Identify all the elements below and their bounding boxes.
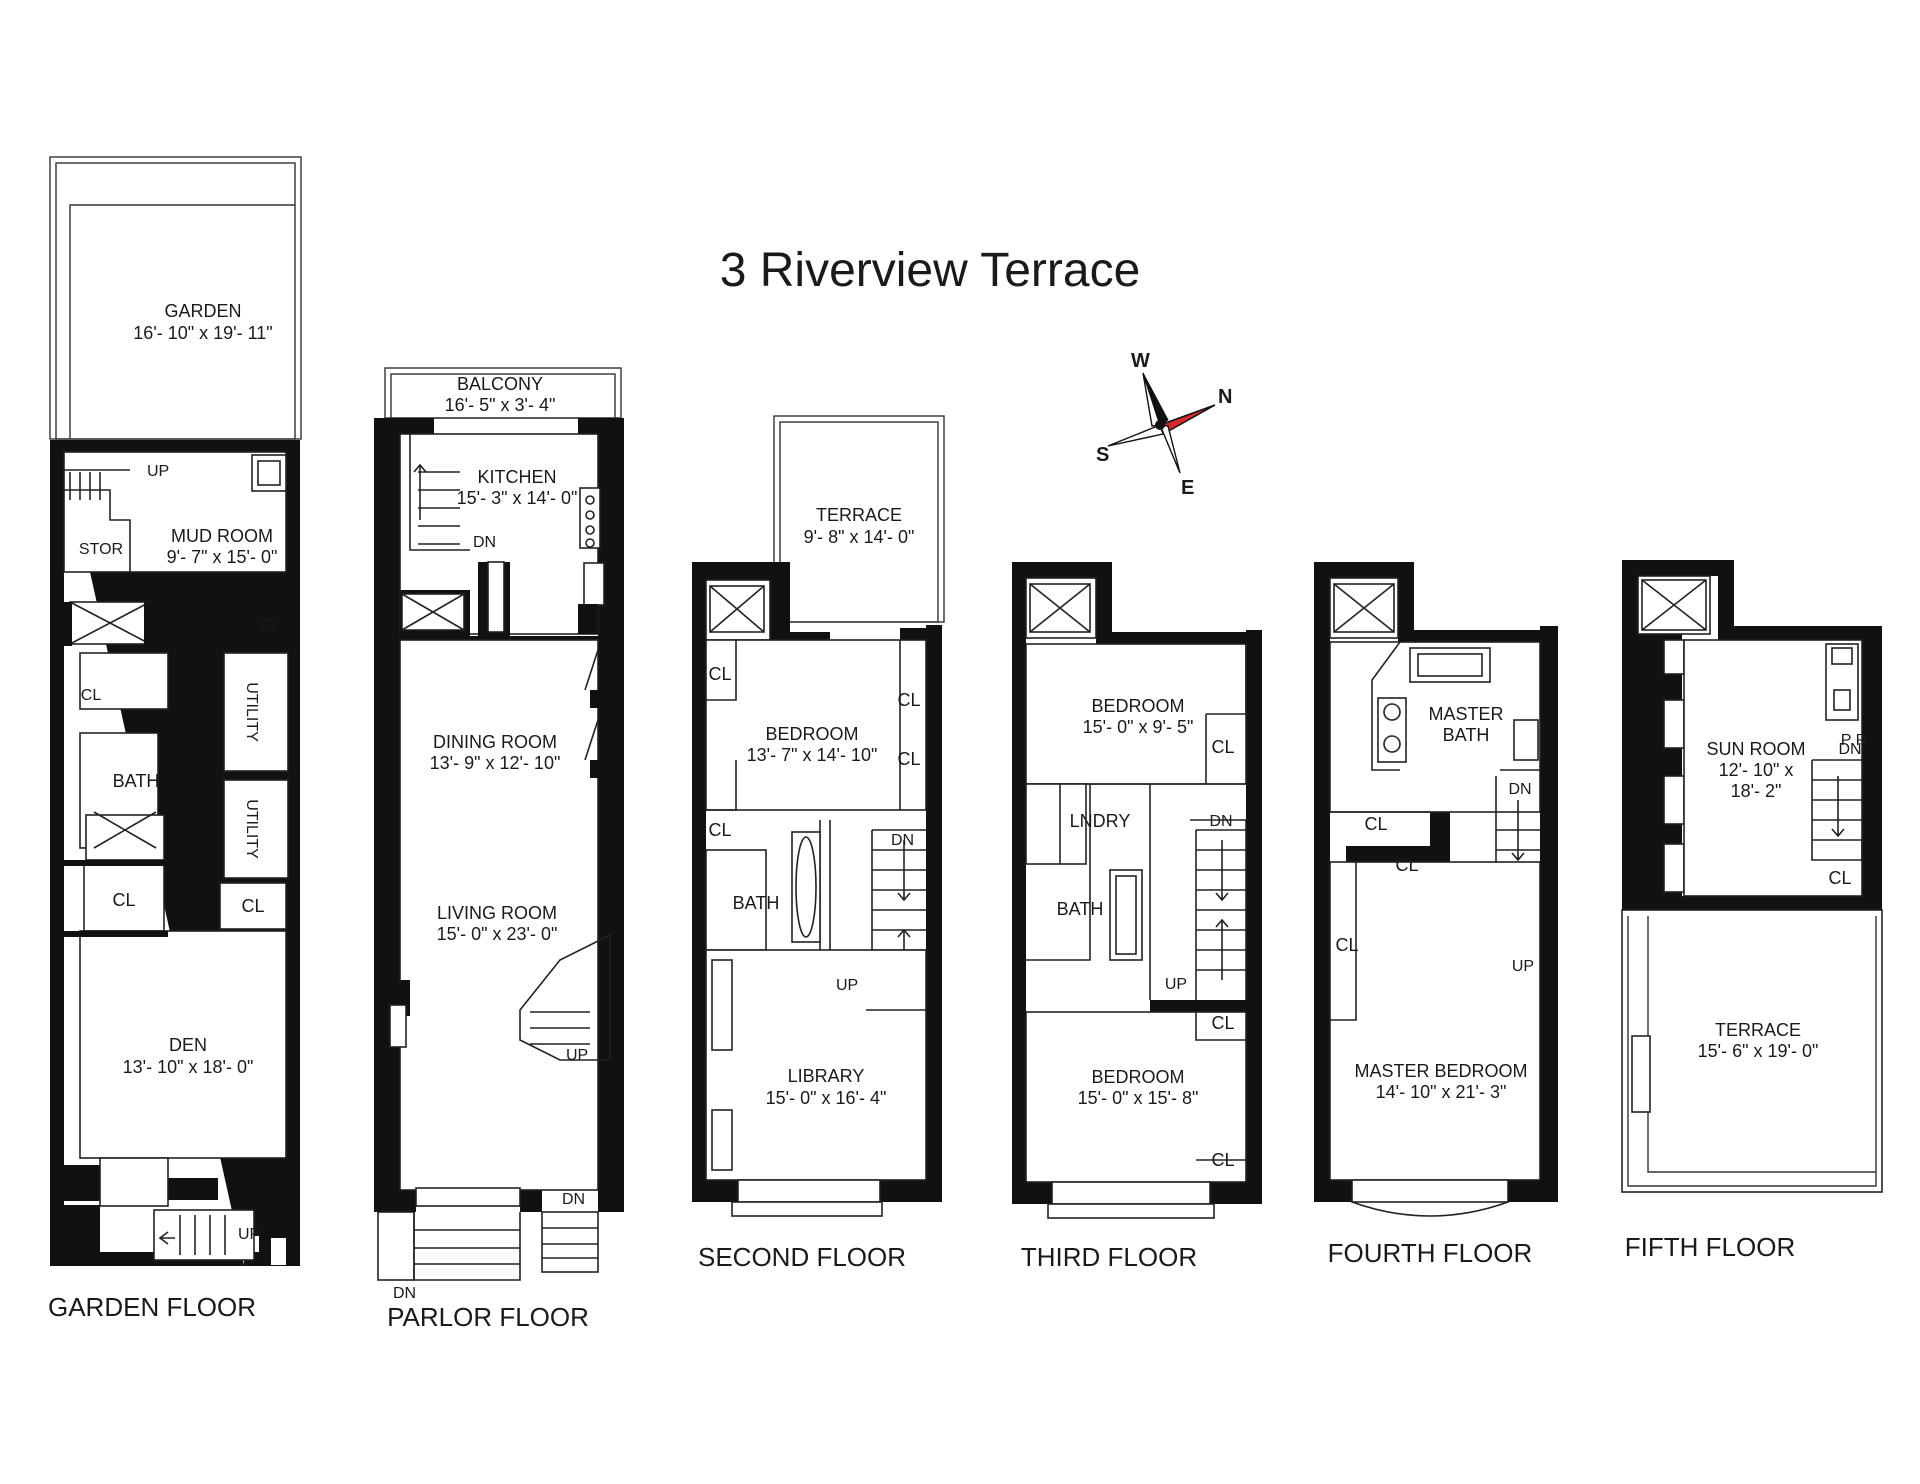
third-bath-label: BATH bbox=[1057, 899, 1104, 919]
fourth-up: UP bbox=[1512, 958, 1534, 975]
garden-floor-label: GARDEN FLOOR bbox=[48, 1292, 256, 1322]
second-floor-plan: TERRACE 9'- 8" x 14'- 0" CL CL BEDROOM 1… bbox=[692, 415, 945, 1272]
garden-up-2: UP bbox=[238, 1226, 260, 1243]
utility-2-label: UTILITY bbox=[243, 799, 260, 859]
second-cl-4: CL bbox=[708, 820, 731, 840]
third-cl-2: CL bbox=[1211, 1013, 1234, 1033]
compass-label-e: E bbox=[1181, 477, 1194, 499]
parlor-dn-1: DN bbox=[473, 534, 496, 551]
parlor-floor-plan: BALCONY 16'- 5" x 3'- 4" KITCHEN 15'- 3"… bbox=[374, 367, 624, 1332]
fifth-cl: CL bbox=[1828, 868, 1851, 888]
second-up: UP bbox=[836, 977, 858, 994]
garden-dims: 16'- 10" x 19'- 11" bbox=[133, 323, 272, 343]
garden-cl-4: CL bbox=[241, 896, 264, 916]
fourth-floor-label: FOURTH FLOOR bbox=[1328, 1238, 1533, 1268]
second-bath-label: BATH bbox=[733, 893, 780, 913]
parlor-up: UP bbox=[566, 1047, 588, 1064]
garden-floor-plan: GARDEN 16'- 10" x 19'- 11" UP MUD ROOM 9… bbox=[48, 156, 302, 1322]
sun-room-dims-1: 12'- 10" x bbox=[1719, 760, 1794, 780]
fifth-terrace-dims: 15'- 6" x 19'- 0" bbox=[1698, 1041, 1819, 1061]
third-floor-label: THIRD FLOOR bbox=[1021, 1242, 1197, 1272]
parlor-dn-3: DN bbox=[393, 1285, 416, 1302]
garden-cl-3: CL bbox=[112, 890, 135, 910]
balcony-name: BALCONY bbox=[457, 374, 543, 394]
third-floor-plan: BEDROOM 15'- 0" x 9'- 5" CL LNDRY DN BAT… bbox=[1012, 562, 1262, 1272]
second-terrace-name: TERRACE bbox=[816, 505, 902, 525]
third-bedroom-1-dims: 15'- 0" x 9'- 5" bbox=[1083, 717, 1194, 737]
third-bedroom-1-name: BEDROOM bbox=[1091, 696, 1184, 716]
compass-label-n: N bbox=[1218, 386, 1232, 408]
dining-room-dims: 13'- 9" x 12'- 10" bbox=[430, 753, 561, 773]
utility-1-label: UTILITY bbox=[243, 682, 260, 742]
fifth-dn: DN bbox=[1838, 741, 1861, 758]
fourth-dn: DN bbox=[1508, 781, 1531, 798]
dining-room-name: DINING ROOM bbox=[433, 732, 557, 752]
second-bedroom-name: BEDROOM bbox=[765, 724, 858, 744]
master-bath-name-2: BATH bbox=[1443, 725, 1490, 745]
third-bedroom-2-dims: 15'- 0" x 15'- 8" bbox=[1078, 1088, 1199, 1108]
garden-bath-label: BATH bbox=[113, 771, 160, 791]
garden-cl-2: CL bbox=[81, 687, 102, 704]
third-bedroom-2-name: BEDROOM bbox=[1091, 1067, 1184, 1087]
master-bedroom-dims: 14'- 10" x 21'- 3" bbox=[1376, 1082, 1507, 1102]
living-room-dims: 15'- 0" x 23'- 0" bbox=[437, 924, 558, 944]
third-up: UP bbox=[1165, 976, 1187, 993]
garden-cl-1: CL bbox=[261, 617, 282, 634]
den-name: DEN bbox=[169, 1035, 207, 1055]
second-cl-1: CL bbox=[708, 664, 731, 684]
garden-up-1: UP bbox=[147, 463, 169, 480]
mud-room-name: MUD ROOM bbox=[171, 526, 273, 546]
page-title: 3 Riverview Terrace bbox=[720, 244, 1141, 297]
parlor-dn-2: DN bbox=[562, 1191, 585, 1208]
second-floor-label: SECOND FLOOR bbox=[698, 1242, 906, 1272]
compass-rose: W N S E bbox=[1096, 350, 1232, 499]
second-bedroom-dims: 13'- 7" x 14'- 10" bbox=[747, 745, 878, 765]
master-bath-name-1: MASTER bbox=[1428, 704, 1503, 724]
compass-label-w: W bbox=[1131, 350, 1150, 372]
stor-label: STOR bbox=[79, 541, 123, 558]
third-cl-1: CL bbox=[1211, 737, 1234, 757]
kitchen-name: KITCHEN bbox=[477, 467, 556, 487]
fifth-floor-plan: P R SUN ROOM DN 12'- 10" x 18'- 2" CL TE… bbox=[1621, 560, 1883, 1262]
pr-label: P R bbox=[1841, 732, 1867, 749]
fourth-floor-plan: MASTER BATH DN CL CL CL UP MASTER BEDROO… bbox=[1314, 562, 1558, 1268]
second-cl-2: CL bbox=[897, 690, 920, 710]
lndry-label: LNDRY bbox=[1070, 811, 1131, 831]
balcony-dims: 16'- 5" x 3'- 4" bbox=[445, 395, 556, 415]
garden-name: GARDEN bbox=[164, 301, 241, 321]
master-bedroom-name: MASTER BEDROOM bbox=[1354, 1061, 1527, 1081]
library-name: LIBRARY bbox=[788, 1066, 865, 1086]
fifth-terrace-name: TERRACE bbox=[1715, 1020, 1801, 1040]
parlor-floor-label: PARLOR FLOOR bbox=[387, 1302, 589, 1332]
third-dn: DN bbox=[1209, 813, 1232, 830]
third-cl-3: CL bbox=[1211, 1150, 1234, 1170]
second-terrace-dims: 9'- 8" x 14'- 0" bbox=[804, 527, 915, 547]
fourth-cl-3: CL bbox=[1335, 935, 1358, 955]
fourth-cl-2: CL bbox=[1395, 855, 1418, 875]
den-dims: 13'- 10" x 18'- 0" bbox=[123, 1057, 254, 1077]
compass-label-s: S bbox=[1096, 444, 1109, 466]
library-dims: 15'- 0" x 16'- 4" bbox=[766, 1088, 887, 1108]
second-cl-3: CL bbox=[897, 749, 920, 769]
living-room-name: LIVING ROOM bbox=[437, 903, 557, 923]
fifth-floor-label: FIFTH FLOOR bbox=[1625, 1232, 1795, 1262]
mud-room-dims: 9'- 7" x 15'- 0" bbox=[167, 547, 278, 567]
kitchen-dims: 15'- 3" x 14'- 0" bbox=[457, 488, 578, 508]
sun-room-name: SUN ROOM bbox=[1707, 739, 1806, 759]
second-dn: DN bbox=[891, 832, 914, 849]
fourth-cl-1: CL bbox=[1364, 814, 1387, 834]
sun-room-dims-2: 18'- 2" bbox=[1731, 781, 1782, 801]
